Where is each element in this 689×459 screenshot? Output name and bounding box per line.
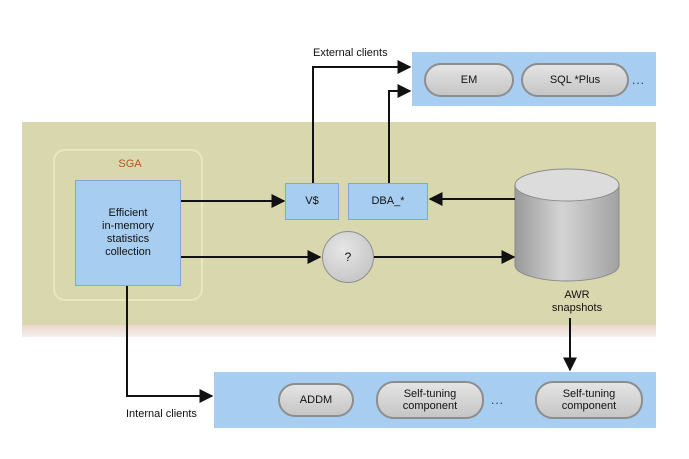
awr-database-icon bbox=[514, 168, 620, 282]
client-sqlplus: SQL *Plus bbox=[521, 63, 629, 97]
v-dollar-views-box: V$ bbox=[285, 183, 339, 220]
client-em: EM bbox=[424, 63, 514, 97]
arrow-vdollar-to-external bbox=[312, 60, 412, 183]
stats-line-2: in-memory bbox=[102, 220, 154, 232]
band-shadow bbox=[22, 325, 656, 337]
unknown-node: ? bbox=[322, 231, 374, 283]
external-clients-label: External clients bbox=[313, 47, 388, 59]
client-self-tuning-2: Self-tuning component bbox=[535, 381, 643, 419]
stats-line-4: collection bbox=[105, 246, 151, 258]
client-self-tuning-1: Self-tuning component bbox=[376, 381, 484, 419]
dba-views-box: DBA_* bbox=[348, 183, 428, 220]
internal-more: ... bbox=[491, 393, 505, 407]
stats-line-1: Efficient bbox=[108, 207, 148, 219]
arrow-stats-to-internal bbox=[126, 286, 214, 403]
client-addm: ADDM bbox=[278, 383, 354, 417]
internal-clients-label: Internal clients bbox=[126, 408, 197, 420]
arrow-dba-to-external bbox=[388, 84, 412, 183]
stats-line-3: statistics bbox=[106, 233, 150, 245]
sga-label: SGA bbox=[118, 158, 142, 170]
awr-line-2: snapshots bbox=[551, 302, 603, 314]
awr-label: AWR snapshots bbox=[543, 289, 611, 315]
awr-line-1: AWR bbox=[564, 289, 590, 301]
external-more: ... bbox=[632, 73, 646, 87]
statistics-collection-box: Efficient in-memory statistics collectio… bbox=[75, 180, 181, 286]
